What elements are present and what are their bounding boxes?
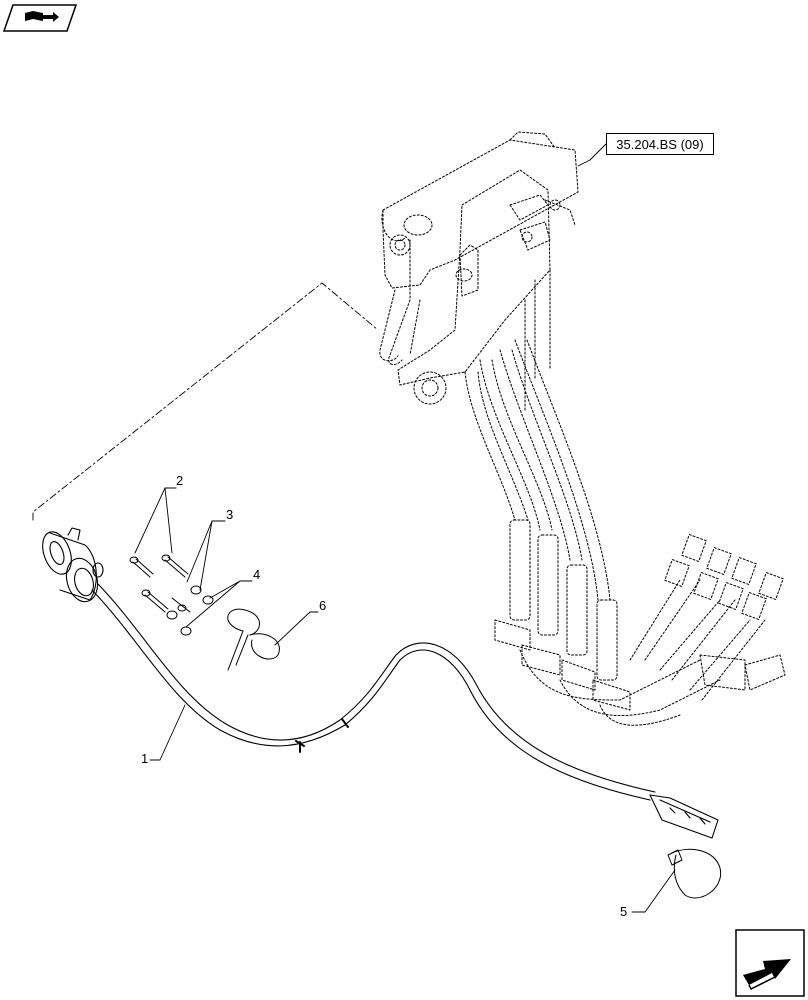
mount-bracket <box>379 131 579 411</box>
hydraulic-hoses <box>464 339 786 726</box>
callout-3: 3 <box>226 507 234 522</box>
part-1-harness <box>42 527 719 839</box>
callout-6: 6 <box>319 598 327 613</box>
callout-2: 2 <box>176 473 184 488</box>
back-button[interactable] <box>2 3 78 33</box>
callout-1: 1 <box>141 751 149 766</box>
callout-4: 4 <box>253 567 261 582</box>
next-button[interactable] <box>735 929 805 997</box>
part-6-cable-tie <box>227 608 280 671</box>
fasteners <box>129 554 214 636</box>
book-back-icon <box>2 4 78 32</box>
arrow-next-icon <box>735 929 805 997</box>
callout-5: 5 <box>620 904 628 919</box>
leader-lines <box>134 143 676 913</box>
part-5-cable-tie <box>667 848 722 899</box>
reference-line <box>32 282 379 521</box>
reference-label[interactable]: 35.204.BS (09) <box>606 133 714 155</box>
